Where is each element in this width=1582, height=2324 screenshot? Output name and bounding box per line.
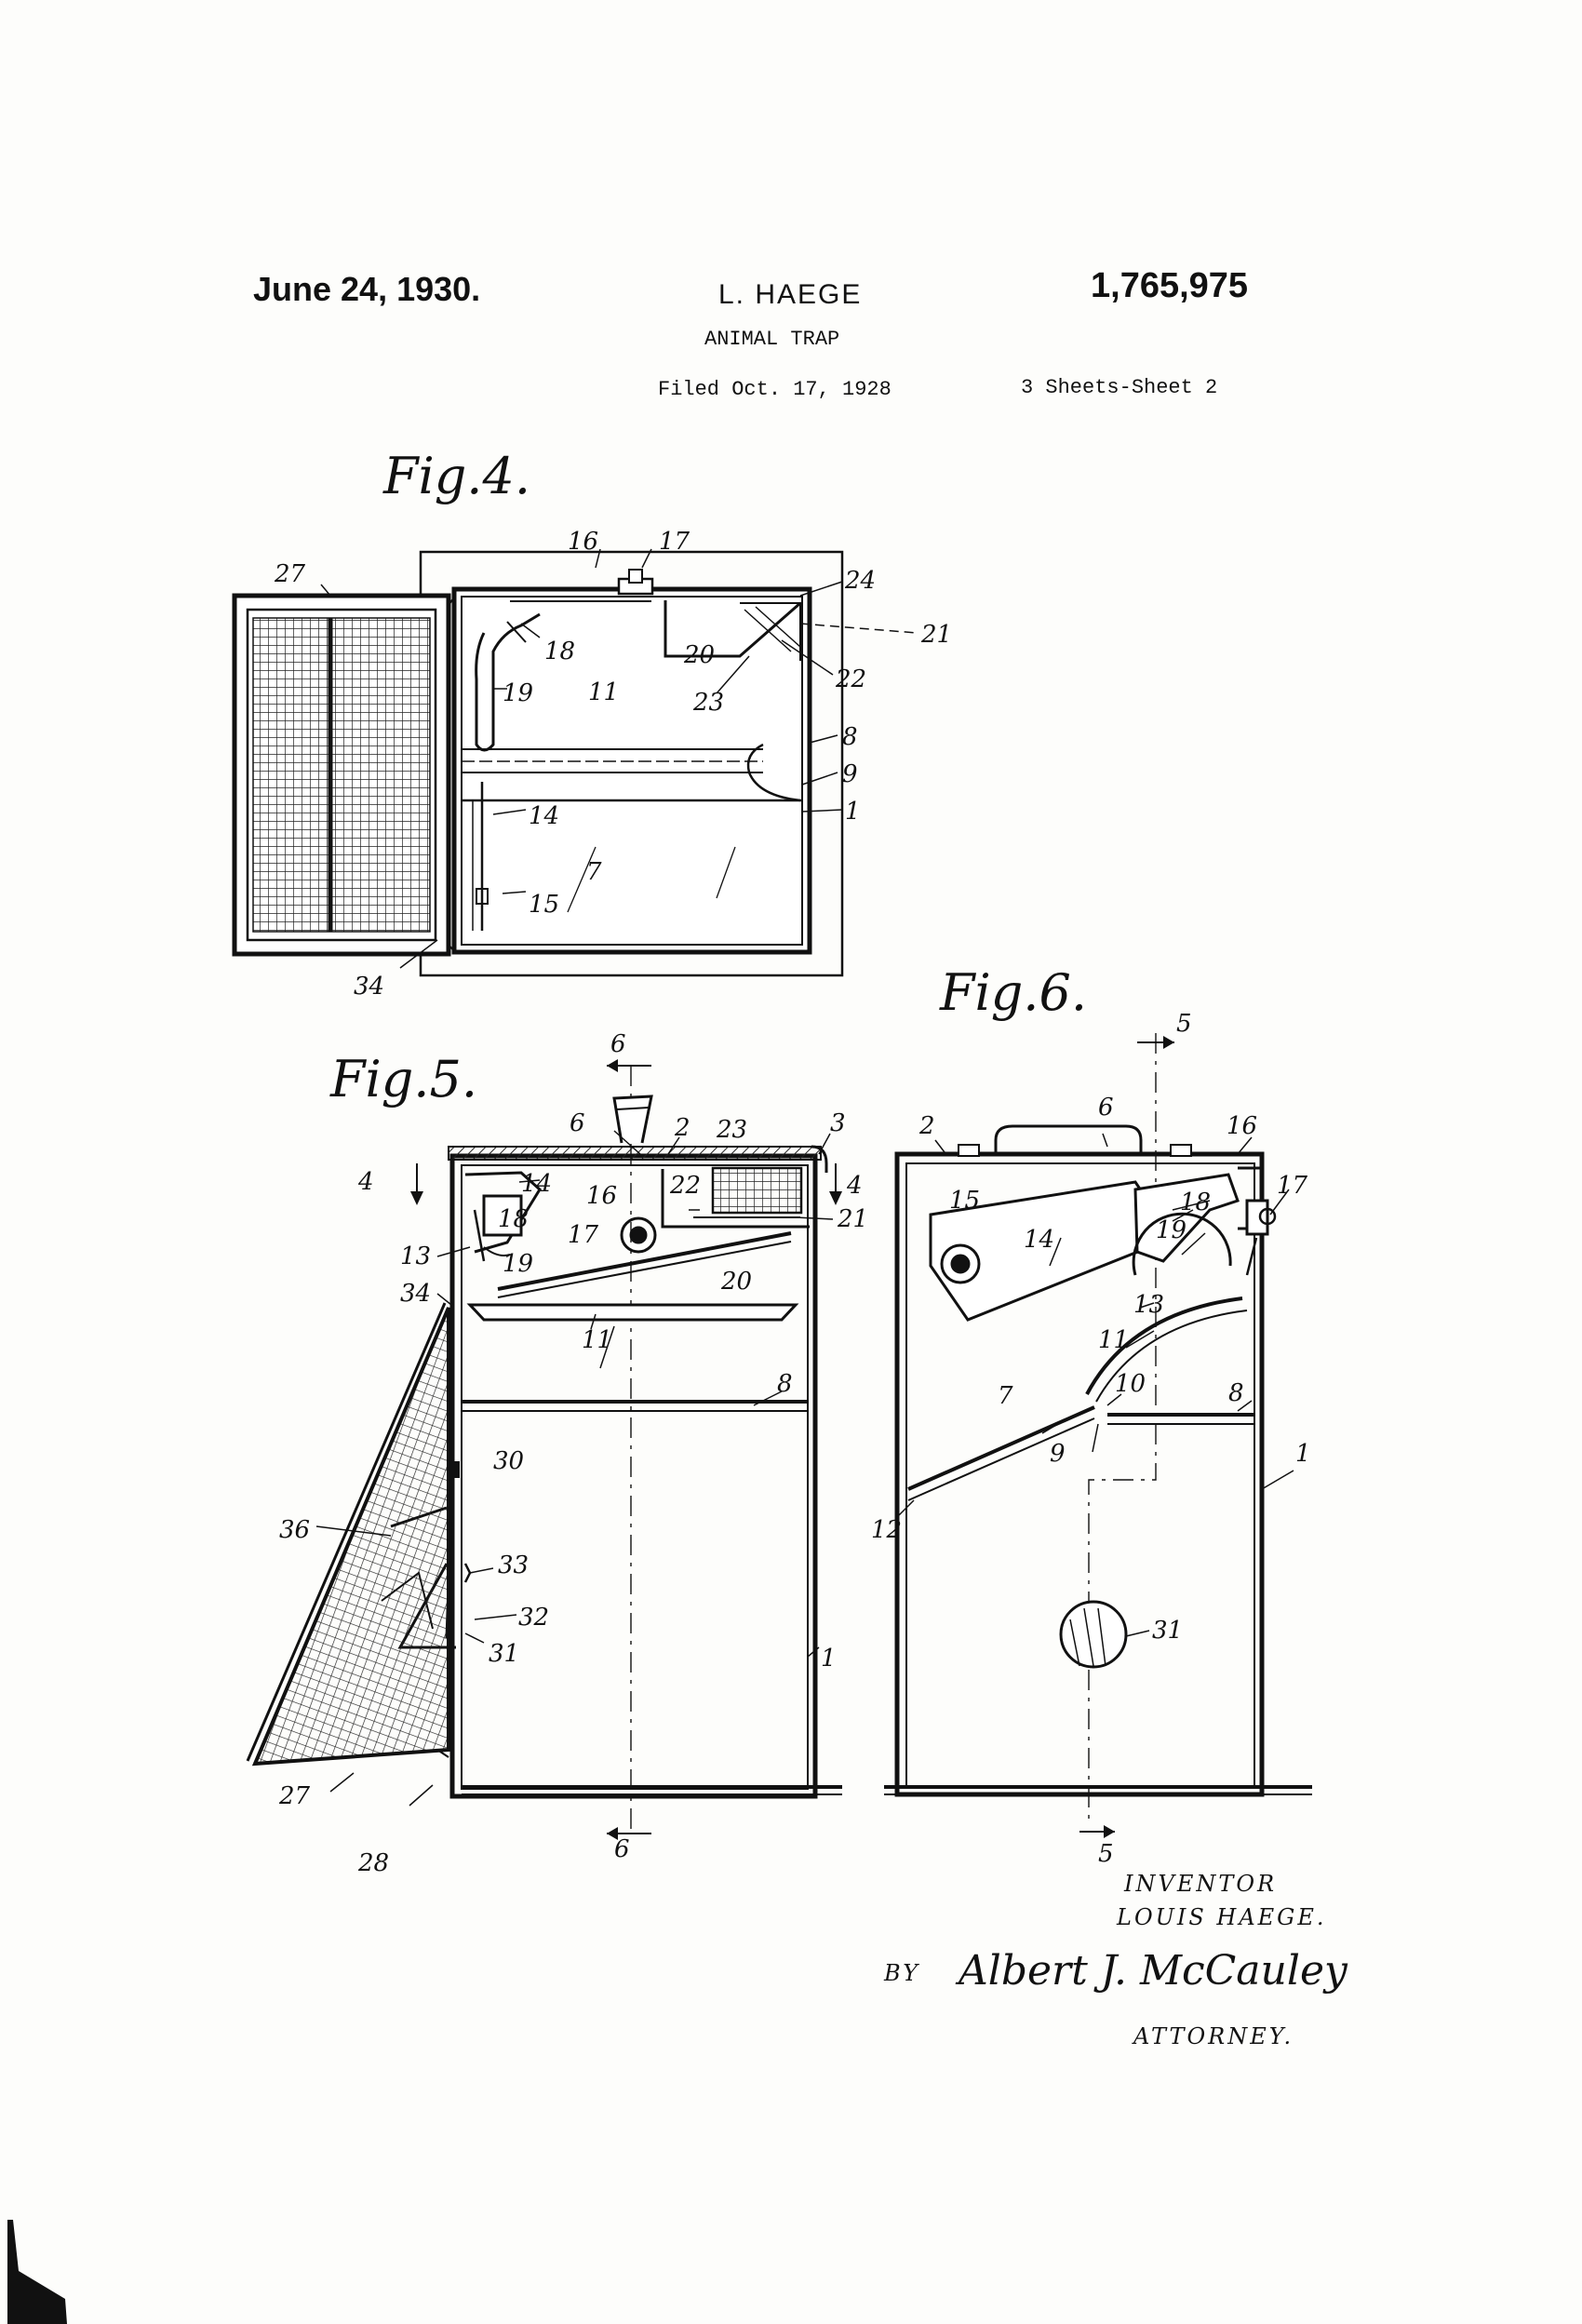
reference-numeral-l13: 13 xyxy=(1133,1291,1164,1319)
reference-numeral-l3: 3 xyxy=(830,1109,846,1137)
figure-6-labels: 5 6 2 16 15 18 17 14 19 13 11 10 8 7 9 1… xyxy=(871,1010,1311,1868)
fig5-title: Fig.5. xyxy=(329,1050,477,1108)
inventor-header: L. HAEGE xyxy=(718,279,863,310)
reference-numeral-l36: 36 xyxy=(279,1516,310,1544)
reference-numeral-l19: 19 xyxy=(1156,1216,1186,1244)
reference-numeral-l16: 16 xyxy=(1227,1112,1257,1140)
reference-numeral-sec4b: 4 xyxy=(846,1172,863,1200)
reference-numeral-l14: 14 xyxy=(521,1170,552,1198)
reference-numeral-l17: 17 xyxy=(568,1221,599,1249)
sheet-count: 3 Sheets-Sheet 2 xyxy=(1021,376,1218,399)
fig6-title: Fig.6. xyxy=(939,963,1087,1022)
patent-number: 1,765,975 xyxy=(1091,266,1249,305)
reference-numeral-l17: 17 xyxy=(1277,1172,1308,1200)
reference-numeral-l2: 2 xyxy=(674,1114,690,1142)
figure-4-labels: 27 16 17 24 21 18 20 22 19 11 23 8 9 1 1… xyxy=(274,528,952,1001)
patent-date: June 24, 1930. xyxy=(253,270,481,308)
reference-numeral-l2: 2 xyxy=(918,1112,935,1140)
reference-numeral-l15: 15 xyxy=(529,891,559,919)
patent-title: ANIMAL TRAP xyxy=(704,328,840,351)
reference-numeral-l23: 23 xyxy=(692,689,724,717)
reference-numeral-sec6b: 6 xyxy=(614,1835,630,1863)
reference-numeral-l34: 34 xyxy=(400,1280,431,1308)
reference-numeral-l19: 19 xyxy=(503,1250,533,1278)
reference-numeral-l16: 16 xyxy=(586,1182,617,1210)
reference-numeral-l6: 6 xyxy=(570,1109,585,1137)
reference-numeral-l1: 1 xyxy=(1295,1440,1311,1468)
reference-numeral-l21: 21 xyxy=(920,621,952,649)
reference-numeral-l32: 32 xyxy=(518,1604,549,1632)
reference-numeral-l7: 7 xyxy=(586,858,602,886)
reference-numeral-l21: 21 xyxy=(837,1205,868,1233)
reference-numeral-l1: 1 xyxy=(845,798,861,826)
signature-block: INVENTOR LOUIS HAEGE. BY Albert J. McCau… xyxy=(883,1871,1348,2049)
attorney-signature: Albert J. McCauley xyxy=(955,1947,1348,1995)
reference-numeral-l27: 27 xyxy=(274,560,306,588)
reference-numeral-l18: 18 xyxy=(1180,1189,1211,1216)
scan-artifact xyxy=(7,2220,67,2324)
figure-5: Fig.5. xyxy=(246,1050,842,1840)
reference-numeral-l13: 13 xyxy=(400,1243,431,1270)
reference-numeral-l20: 20 xyxy=(683,641,715,669)
reference-numeral-l20: 20 xyxy=(720,1268,752,1296)
figure-5-labels: 6 6 2 23 3 4 4 14 22 18 16 17 21 13 19 2… xyxy=(278,1030,868,1877)
reference-numeral-l18: 18 xyxy=(498,1205,529,1233)
reference-numeral-l30: 30 xyxy=(493,1447,524,1475)
figure-6: Fig.6. xyxy=(884,963,1312,1838)
reference-numeral-l17: 17 xyxy=(659,528,690,556)
reference-numeral-l11: 11 xyxy=(588,678,619,706)
reference-numeral-sec5b: 5 xyxy=(1098,1840,1114,1868)
reference-numeral-l31: 31 xyxy=(1152,1617,1183,1645)
reference-numeral-l31: 31 xyxy=(489,1640,519,1668)
reference-numeral-l34: 34 xyxy=(354,973,384,1001)
reference-numeral-l28: 28 xyxy=(357,1849,389,1877)
reference-numeral-l9: 9 xyxy=(842,760,858,788)
reference-numeral-l27: 27 xyxy=(278,1782,311,1810)
reference-numeral-l22: 22 xyxy=(835,665,866,693)
inventor-caption: INVENTOR xyxy=(1123,1871,1277,1897)
reference-numeral-sec4a: 4 xyxy=(357,1168,374,1196)
reference-numeral-l23: 23 xyxy=(716,1116,747,1144)
reference-numeral-l19: 19 xyxy=(503,679,533,707)
reference-numeral-l8: 8 xyxy=(842,723,858,751)
reference-numeral-l11: 11 xyxy=(1098,1326,1129,1354)
reference-numeral-sec6a: 6 xyxy=(610,1030,626,1058)
reference-numeral-l8: 8 xyxy=(777,1370,793,1398)
reference-numeral-sec5a: 5 xyxy=(1176,1010,1192,1038)
reference-numeral-l33: 33 xyxy=(498,1552,529,1579)
reference-numeral-l15: 15 xyxy=(949,1187,980,1215)
reference-numeral-l8: 8 xyxy=(1228,1379,1244,1407)
reference-numeral-l22: 22 xyxy=(669,1172,701,1200)
attorney-caption: ATTORNEY. xyxy=(1132,2023,1294,2049)
inventor-signature-name: LOUIS HAEGE. xyxy=(1116,1904,1327,1930)
fig4-title: Fig.4. xyxy=(382,447,530,505)
reference-numeral-l24: 24 xyxy=(844,567,876,595)
reference-numeral-l11: 11 xyxy=(582,1326,612,1354)
reference-numeral-l6: 6 xyxy=(1098,1094,1114,1122)
reference-numeral-l1: 1 xyxy=(821,1645,837,1672)
reference-numeral-l9: 9 xyxy=(1050,1440,1066,1468)
by-label: BY xyxy=(883,1960,920,1986)
reference-numeral-l12: 12 xyxy=(871,1516,902,1544)
reference-numeral-l7: 7 xyxy=(998,1382,1013,1410)
filing-date: Filed Oct. 17, 1928 xyxy=(658,378,892,401)
reference-numeral-l16: 16 xyxy=(568,528,598,556)
reference-numeral-l18: 18 xyxy=(544,638,575,665)
reference-numeral-l14: 14 xyxy=(529,802,559,830)
figure-4: Fig.4. xyxy=(232,447,918,977)
reference-numeral-l14: 14 xyxy=(1024,1226,1054,1254)
reference-numeral-l10: 10 xyxy=(1115,1370,1146,1398)
